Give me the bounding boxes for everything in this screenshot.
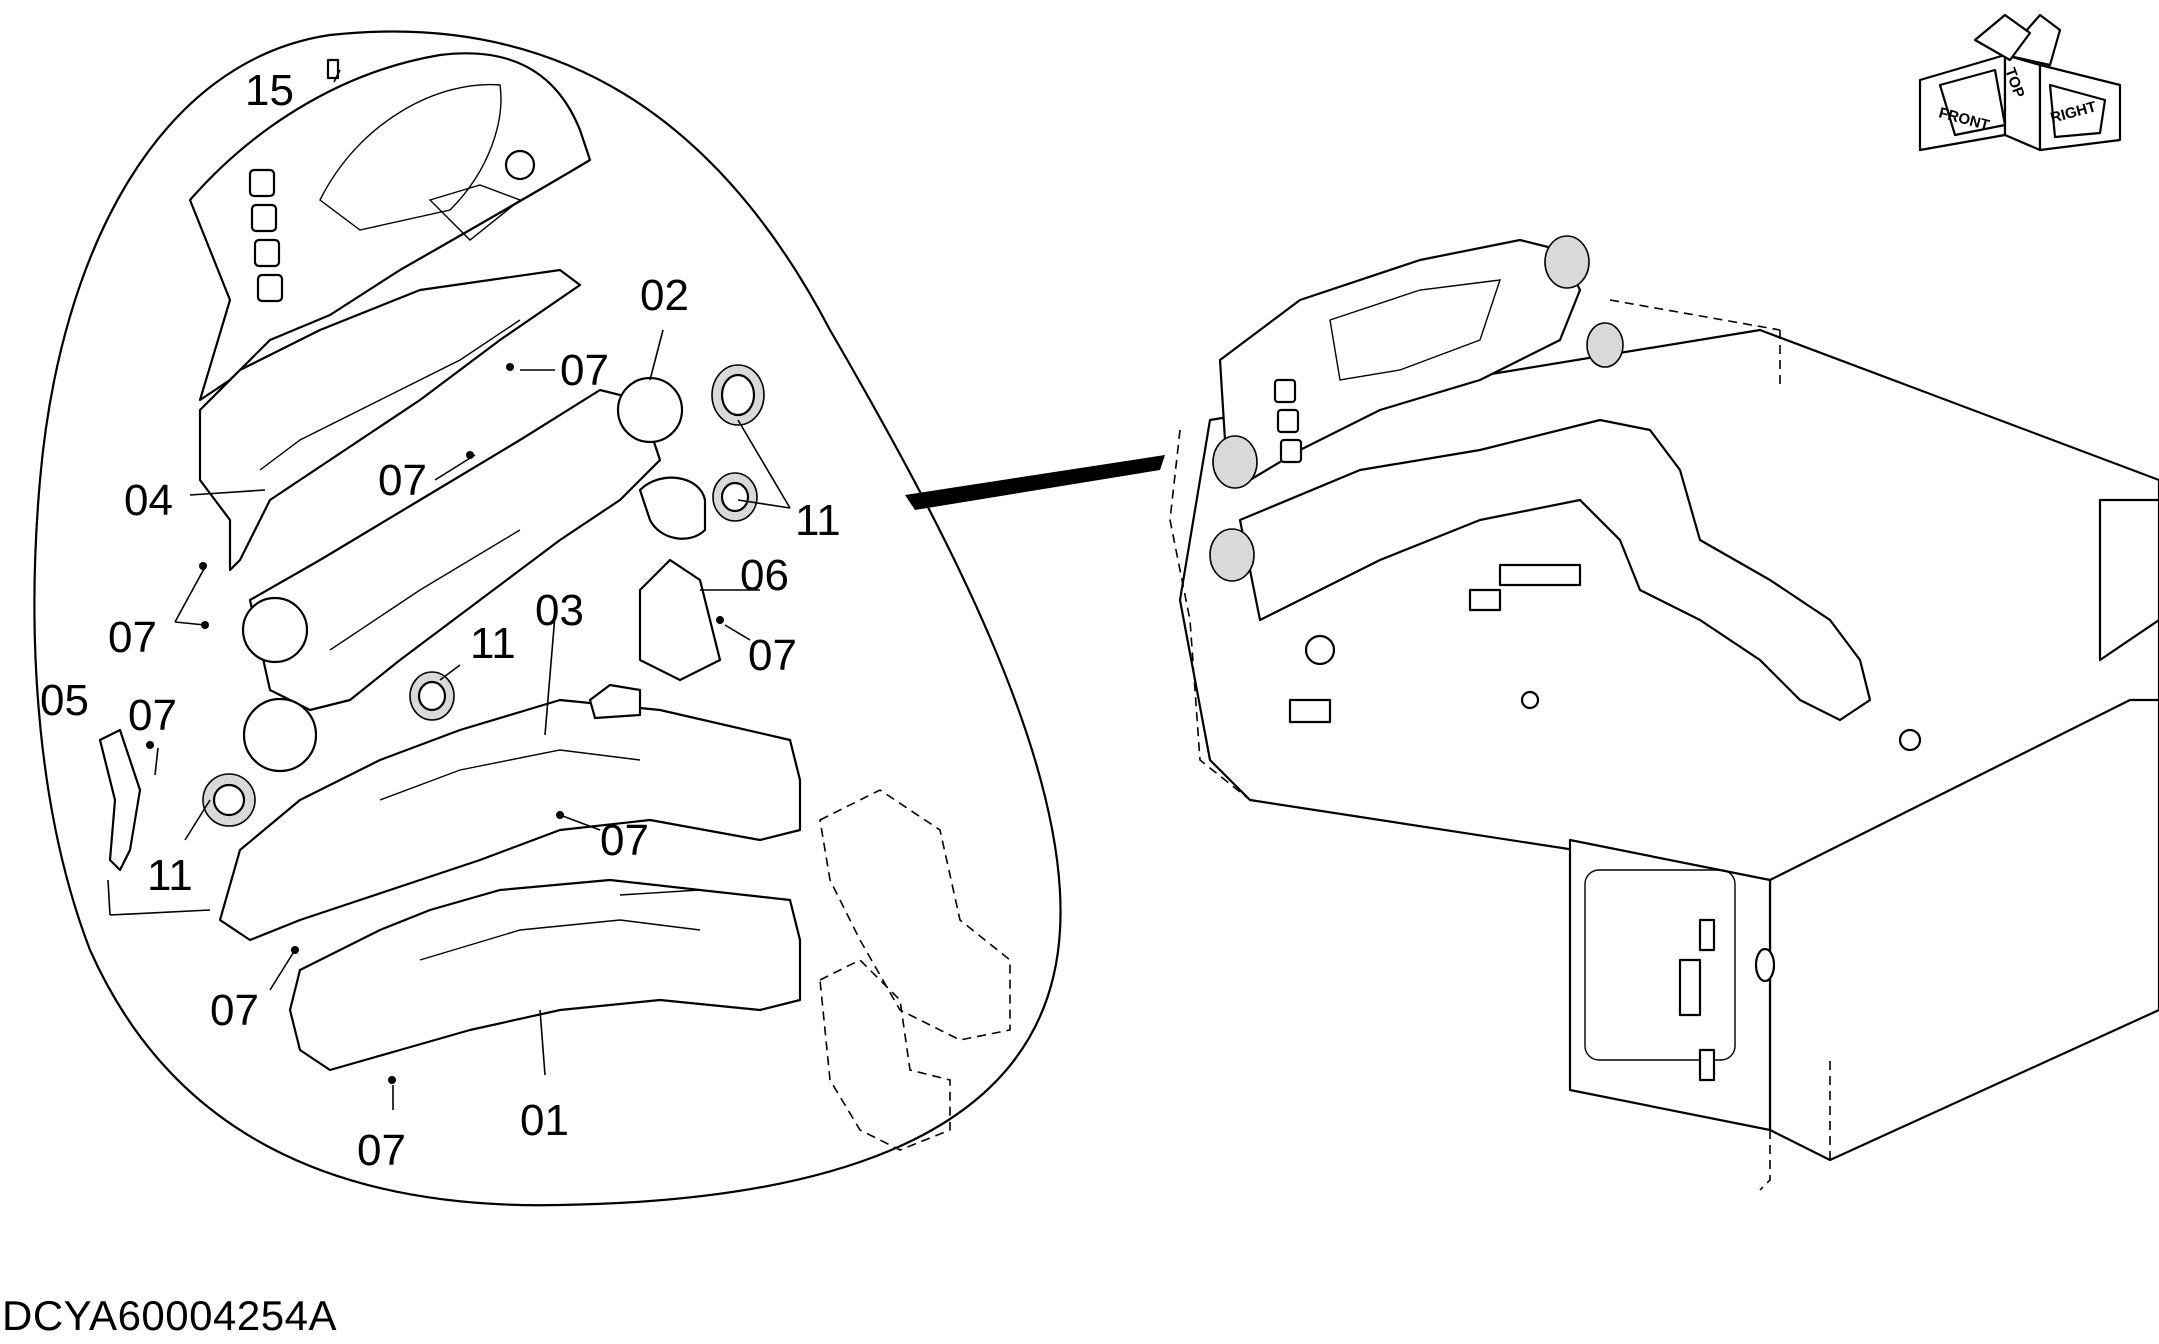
callout-07: 07: [128, 691, 177, 740]
dash-panel-part: [188, 52, 592, 402]
callout-11: 11: [147, 851, 193, 900]
callout-07: 07: [748, 631, 797, 680]
diagram-id: DCYA60004254A: [2, 1292, 337, 1339]
callout-11: 11: [795, 496, 841, 545]
callout-06: 06: [740, 551, 789, 600]
leader-lines: [107, 69, 791, 1110]
bracket-part-05: [98, 728, 142, 872]
machine-floor-assembly: [1169, 235, 2159, 1191]
main-duct-part-02: [241, 376, 707, 773]
bracket-part-06: [638, 558, 722, 682]
orientation-indicator: TOP FRONT RIGHT: [1918, 13, 2122, 152]
detail-connector: [905, 455, 1165, 510]
callout-07: 07: [357, 1126, 406, 1175]
callout-07: 07: [108, 613, 157, 662]
callout-03: 03: [535, 586, 584, 635]
callout-labels: 15 02 07 07 04 11 06 03 07 11 07 05 07 0…: [40, 66, 841, 1175]
callout-02: 02: [640, 271, 689, 320]
callout-05: 05: [40, 676, 89, 725]
detail-bubble-outline: [33, 30, 1062, 1207]
duct-part-03: [218, 683, 802, 942]
upper-duct-part-04: [198, 268, 582, 572]
callout-07: 07: [378, 456, 427, 505]
duct-part-01: [288, 878, 802, 1072]
callout-07: 07: [560, 346, 609, 395]
callout-01: 01: [520, 1096, 569, 1145]
louver-vent-part-11: [202, 364, 765, 827]
callout-15: 15: [245, 66, 294, 115]
callout-04: 04: [124, 476, 173, 525]
callout-07: 07: [210, 986, 259, 1035]
callout-11: 11: [470, 619, 516, 668]
callout-07: 07: [600, 816, 649, 865]
phantom-ducts: [819, 789, 1011, 1151]
